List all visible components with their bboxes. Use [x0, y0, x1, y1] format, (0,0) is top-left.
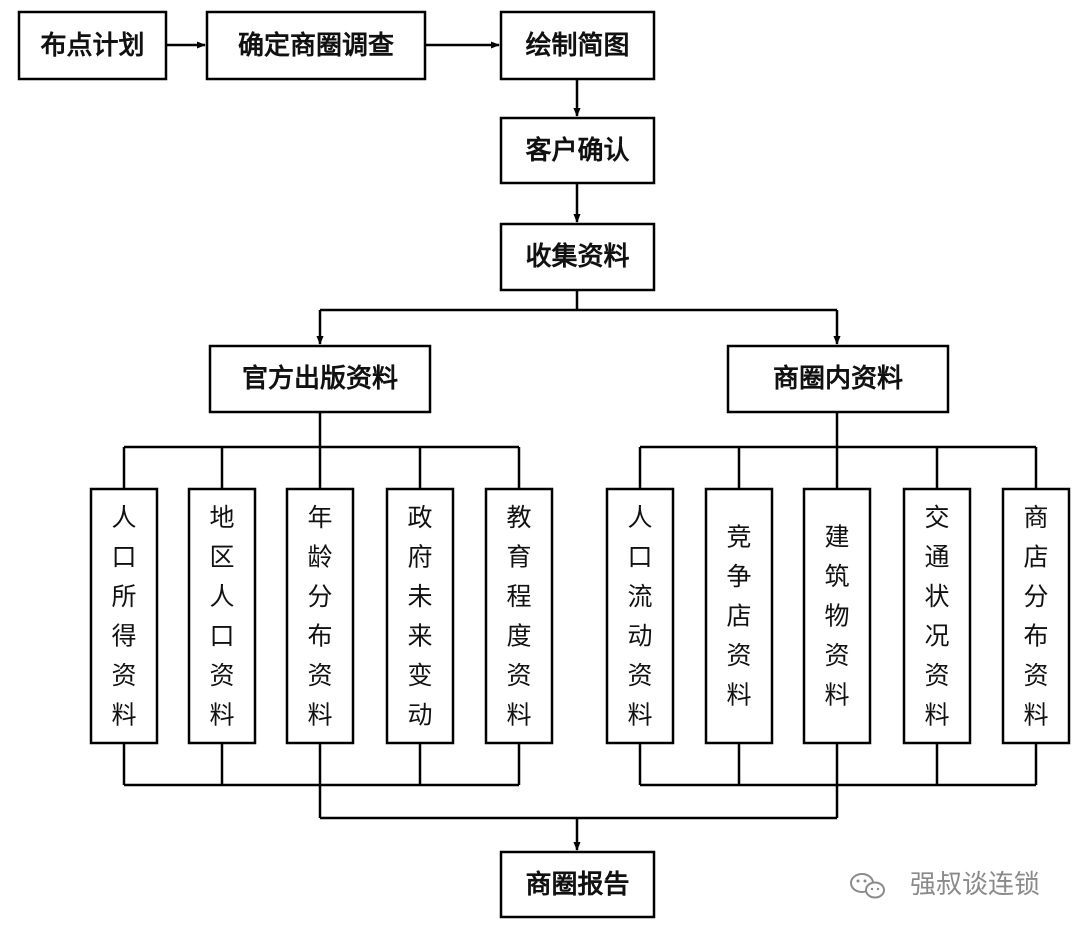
node-trade-area-data-label: 商圈内资料 [773, 363, 903, 394]
node-report-label: 商圈报告 [525, 869, 629, 900]
official-item-4-label: 政府未来变动 [407, 503, 432, 730]
node-draw-sketch: 绘制简图 [499, 10, 656, 81]
official-item-5: 教育程度资料 [484, 487, 554, 745]
node-official-data: 官方出版资料 [208, 344, 432, 414]
node-confirm-survey: 确定商圈调查 [205, 10, 427, 81]
trade-item-1-label: 人口流动资料 [627, 503, 652, 730]
official-item-3-label: 年龄分布资料 [307, 503, 332, 730]
node-official-data-label: 官方出版资料 [242, 363, 398, 394]
official-item-4: 政府未来变动 [385, 487, 455, 745]
node-layout-plan-label: 布点计划 [40, 30, 144, 61]
official-item-2-label: 地区人口资料 [209, 503, 234, 730]
trade-item-3: 建筑物资料 [802, 487, 872, 745]
node-draw-sketch-label: 绘制简图 [525, 30, 629, 61]
wechat-icon [850, 873, 885, 899]
official-item-2: 地区人口资料 [187, 487, 257, 745]
node-trade-area-data: 商圈内资料 [726, 344, 950, 414]
watermark-text: 强叔谈连锁 [910, 870, 1040, 900]
trade-item-4: 交通状况资料 [902, 487, 972, 745]
official-item-1-label: 人口所得资料 [111, 503, 136, 730]
official-item-5-label: 教育程度资料 [506, 503, 531, 730]
node-client-confirm: 客户确认 [499, 116, 656, 185]
trade-item-5-label: 商店分布资料 [1023, 503, 1048, 730]
trade-item-3-label: 建筑物资料 [824, 523, 849, 710]
official-item-3: 年龄分布资料 [285, 487, 355, 745]
trade-item-1: 人口流动资料 [605, 487, 675, 745]
official-item-1: 人口所得资料 [89, 487, 159, 745]
trade-item-4-label: 交通状况资料 [924, 503, 949, 730]
node-client-confirm-label: 客户确认 [525, 135, 629, 166]
watermark: 强叔谈连锁 [850, 870, 1040, 900]
node-report: 商圈报告 [499, 850, 656, 919]
node-layout-plan: 布点计划 [17, 10, 168, 81]
trade-item-2-label: 竞争店资料 [726, 523, 751, 710]
node-collect-data: 收集资料 [499, 222, 656, 292]
trade-item-5: 商店分布资料 [1001, 487, 1071, 745]
trade-item-2: 竞争店资料 [704, 487, 774, 745]
node-collect-data-label: 收集资料 [525, 241, 629, 272]
node-confirm-survey-label: 确定商圈调查 [238, 30, 394, 61]
